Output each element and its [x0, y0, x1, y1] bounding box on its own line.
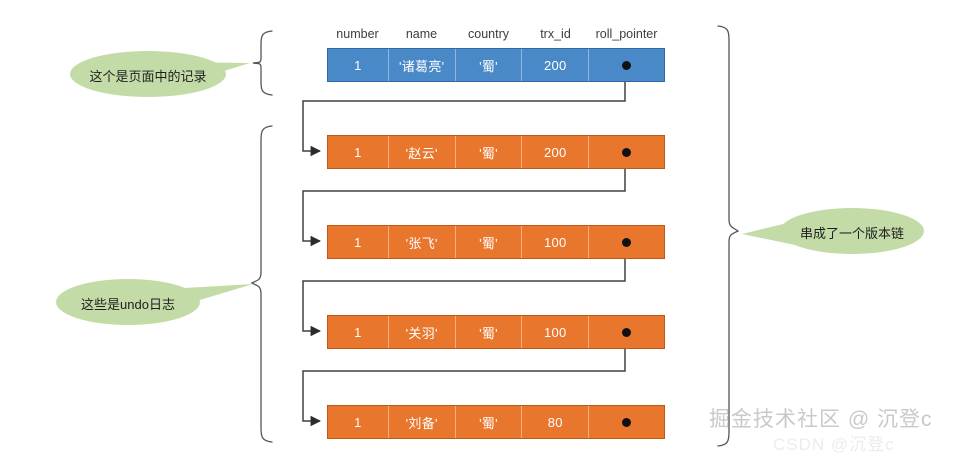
- cell-trx-id: 200: [522, 136, 590, 168]
- column-header-roll-pointer: roll_pointer: [595, 27, 658, 41]
- column-header-number: number: [336, 27, 379, 41]
- pointer-dot-icon: [622, 237, 632, 247]
- cell-trx-id: 80: [522, 406, 590, 438]
- cell-country: '蜀': [456, 226, 523, 258]
- cell-number: 1: [328, 226, 389, 258]
- cell-country: '蜀': [456, 406, 523, 438]
- cell-number: 1: [328, 406, 389, 438]
- callout-label-version-chain: 串成了一个版本链: [799, 226, 904, 241]
- cell-trx-id: 100: [522, 226, 590, 258]
- cell-number: 1: [328, 316, 389, 348]
- table-row: 1 '赵云' '蜀' 200: [327, 135, 665, 169]
- cell-country: '蜀': [456, 316, 523, 348]
- pointer-dot-icon: [622, 327, 632, 337]
- connector-undo-2-to-undo-3: [302, 247, 626, 337]
- column-header-country: country: [468, 27, 509, 41]
- column-header-trx-id: trx_id: [540, 27, 571, 41]
- cell-name: '张飞': [389, 226, 456, 258]
- cell-name: '关羽': [389, 316, 456, 348]
- connector-undo-1-to-undo-2: [302, 157, 626, 247]
- undo-log-brace: [250, 125, 273, 443]
- cell-roll-pointer: [589, 226, 664, 258]
- cell-trx-id: 200: [522, 49, 590, 81]
- table-row: 1 '关羽' '蜀' 100: [327, 315, 665, 349]
- cell-roll-pointer: [589, 316, 664, 348]
- cell-roll-pointer: [589, 49, 664, 81]
- table-row: 1 '刘备' '蜀' 80: [327, 405, 665, 439]
- cell-roll-pointer: [589, 406, 664, 438]
- callout-label-undo-log: 这些是undo日志: [81, 297, 175, 312]
- cell-trx-id: 100: [522, 316, 590, 348]
- cell-number: 1: [328, 136, 389, 168]
- pointer-dot-icon: [622, 147, 632, 157]
- pointer-dot-icon: [622, 60, 632, 70]
- column-header-name: name: [405, 27, 438, 41]
- table-row: 1 '张飞' '蜀' 100: [327, 225, 665, 259]
- callout-label-page-record: 这个是页面中的记录: [89, 69, 207, 84]
- callout-undo-log: [56, 279, 253, 325]
- cell-country: '蜀': [456, 136, 523, 168]
- version-chain-brace: [717, 25, 740, 447]
- cell-name: '赵云': [389, 136, 456, 168]
- version-chain-connectors: [302, 70, 626, 427]
- cell-roll-pointer: [589, 136, 664, 168]
- page-record-brace: [252, 30, 273, 96]
- callout-page-record: [70, 51, 250, 97]
- connector-record-to-undo-1: [302, 70, 626, 157]
- cell-name: '刘备': [389, 406, 456, 438]
- cell-number: 1: [328, 49, 389, 81]
- connector-undo-3-to-undo-4: [302, 337, 626, 427]
- table-row: 1 '诸葛亮' '蜀' 200: [327, 48, 665, 82]
- cell-country: '蜀': [456, 49, 523, 81]
- callout-version-chain: [742, 208, 924, 254]
- pointer-dot-icon: [622, 417, 632, 427]
- watermark-primary: 掘金技术社区 @ 沉登c: [709, 408, 933, 431]
- watermark-secondary: CSDN @沉登c: [773, 435, 895, 454]
- cell-name: '诸葛亮': [389, 49, 456, 81]
